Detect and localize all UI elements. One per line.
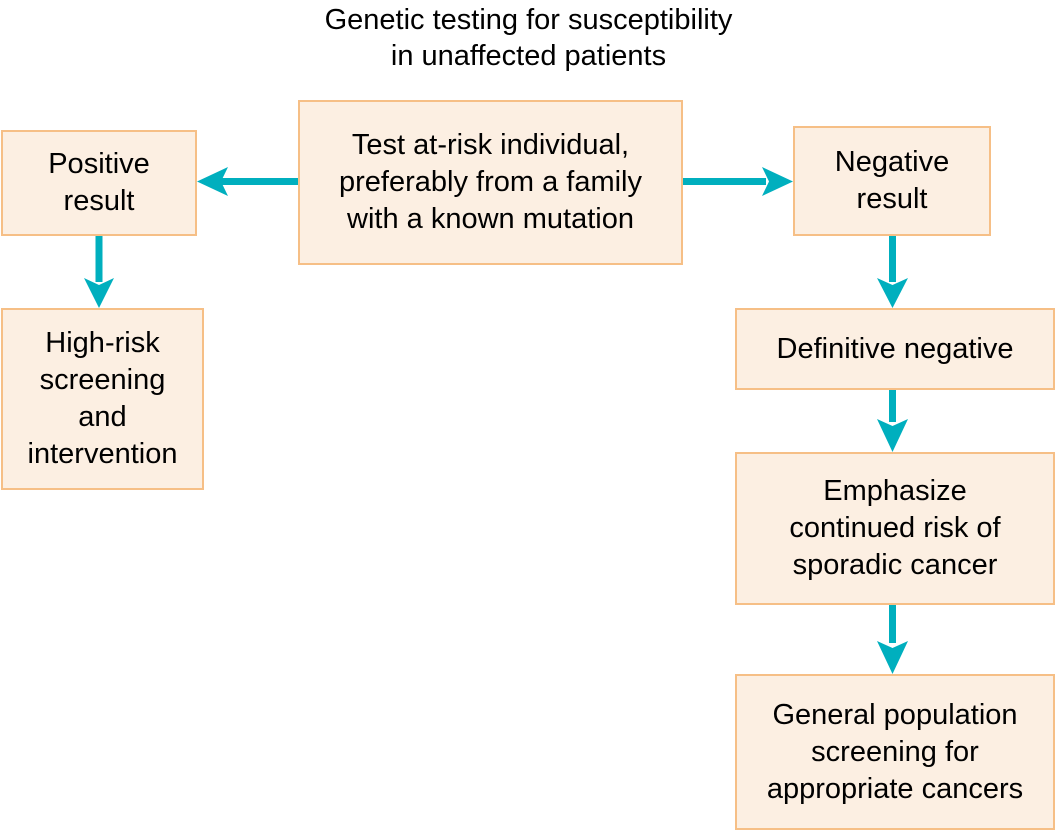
node-label: High-risk screening and intervention	[27, 327, 178, 470]
node-high-risk-screening-and-intervention[interactable]: High-risk screening and intervention	[1, 308, 204, 490]
edge-negative-to-definitive	[877, 236, 908, 308]
edge-definitive-to-emphasize	[877, 390, 908, 452]
node-emphasize-continued-risk[interactable]: Emphasize continued risk of sporadic can…	[735, 452, 1055, 605]
node-label: Negative result	[834, 146, 950, 215]
node-label: General population screening for appropr…	[766, 698, 1024, 805]
edge-root-to-negative	[683, 167, 793, 196]
edge-positive-to-highrisk	[84, 236, 114, 308]
node-label: Definitive negative	[776, 332, 1014, 365]
edge-emphasize-to-general	[877, 605, 908, 674]
node-definitive-negative[interactable]: Definitive negative	[735, 308, 1055, 390]
edge-root-to-positive	[197, 167, 298, 196]
node-label: Test at-risk individual, preferably from…	[339, 129, 642, 235]
node-negative-result[interactable]: Negative result	[793, 126, 991, 236]
node-test-at-risk-individual[interactable]: Test at-risk individual, preferably from…	[298, 100, 683, 265]
node-label: Positive result	[48, 148, 150, 217]
node-label: Emphasize continued risk of sporadic can…	[789, 475, 1001, 581]
diagram-title: Genetic testing for susceptibility in un…	[324, 4, 733, 72]
node-general-population-screening[interactable]: General population screening for appropr…	[735, 674, 1055, 830]
node-positive-result[interactable]: Positive result	[1, 130, 197, 236]
